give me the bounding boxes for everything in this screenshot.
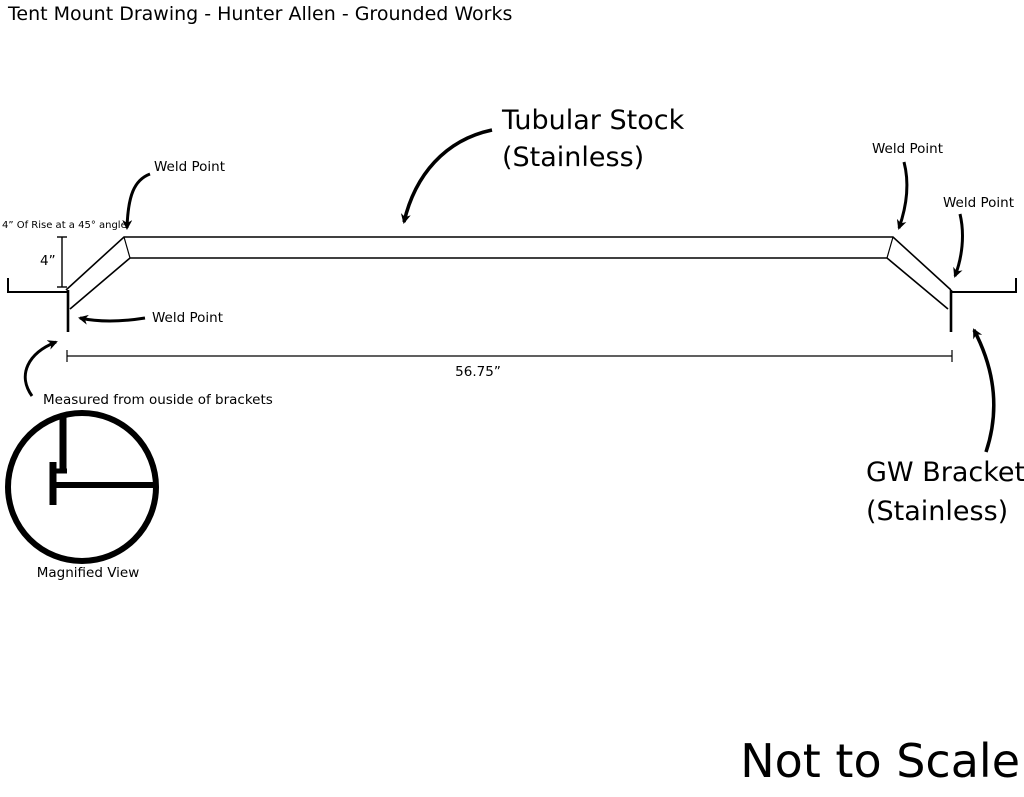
tubular-stock-label: Tubular Stock: [501, 105, 685, 136]
length-dimension-label: 56.75”: [455, 364, 501, 380]
magnified-view: Magnified View: [5, 410, 159, 581]
magnified-view-circle: [5, 410, 159, 564]
tube-inner-edge: [69, 257, 949, 310]
weld-callout-bottom-left: Weld Point: [78, 310, 223, 326]
rise-note: 4” Of Rise at a 45° angle: [2, 220, 127, 231]
weld-callout-right: Weld Point: [943, 195, 1014, 278]
length-dimension: 56.75”: [66, 350, 953, 380]
measured-arrow: [23, 340, 58, 397]
rise-dimension-label: 4”: [40, 253, 56, 269]
weld-point-label: Weld Point: [154, 159, 225, 175]
scale-note: Not to Scale: [740, 734, 1020, 788]
tubular-stock-callout: Tubular Stock (Stainless): [400, 105, 685, 224]
weld-point-arrow: [953, 213, 964, 278]
weld-point-arrow: [896, 161, 909, 230]
weld-seam-left: [123, 236, 131, 259]
weld-callout-top-right: Weld Point: [872, 141, 943, 230]
drawing-title: Tent Mount Drawing - Hunter Allen - Grou…: [7, 3, 512, 25]
rise-dimension: 4” 4” Of Rise at a 45° angle: [2, 220, 127, 288]
gw-bracket-label: GW Bracket: [866, 457, 1024, 488]
tubular-stock: [65, 236, 952, 310]
gw-bracket-material: (Stainless): [866, 496, 1008, 527]
weld-point-label: Weld Point: [152, 310, 223, 326]
left-bracket: [7, 278, 70, 332]
weld-point-arrow: [122, 172, 151, 230]
gw-bracket-arrow: [972, 328, 996, 453]
measured-callout: Measured from ouside of brackets: [23, 340, 273, 408]
right-bracket-flange: [950, 278, 1017, 293]
gw-bracket-callout: GW Bracket (Stainless): [866, 328, 1024, 527]
weld-point-arrow: [78, 314, 146, 325]
weld-point-label: Weld Point: [943, 195, 1014, 211]
right-bracket: [949, 278, 1017, 332]
weld-point-label: Weld Point: [872, 141, 943, 157]
tubular-stock-material: (Stainless): [502, 142, 644, 173]
weld-callout-top-left: Weld Point: [122, 159, 225, 230]
tubular-stock-arrow: [400, 128, 493, 224]
left-bracket-flange: [7, 278, 68, 293]
tube-outer-edge: [65, 236, 952, 291]
weld-seam-right: [886, 236, 894, 259]
measured-note: Measured from ouside of brackets: [43, 392, 273, 408]
magnified-view-label: Magnified View: [37, 565, 140, 581]
